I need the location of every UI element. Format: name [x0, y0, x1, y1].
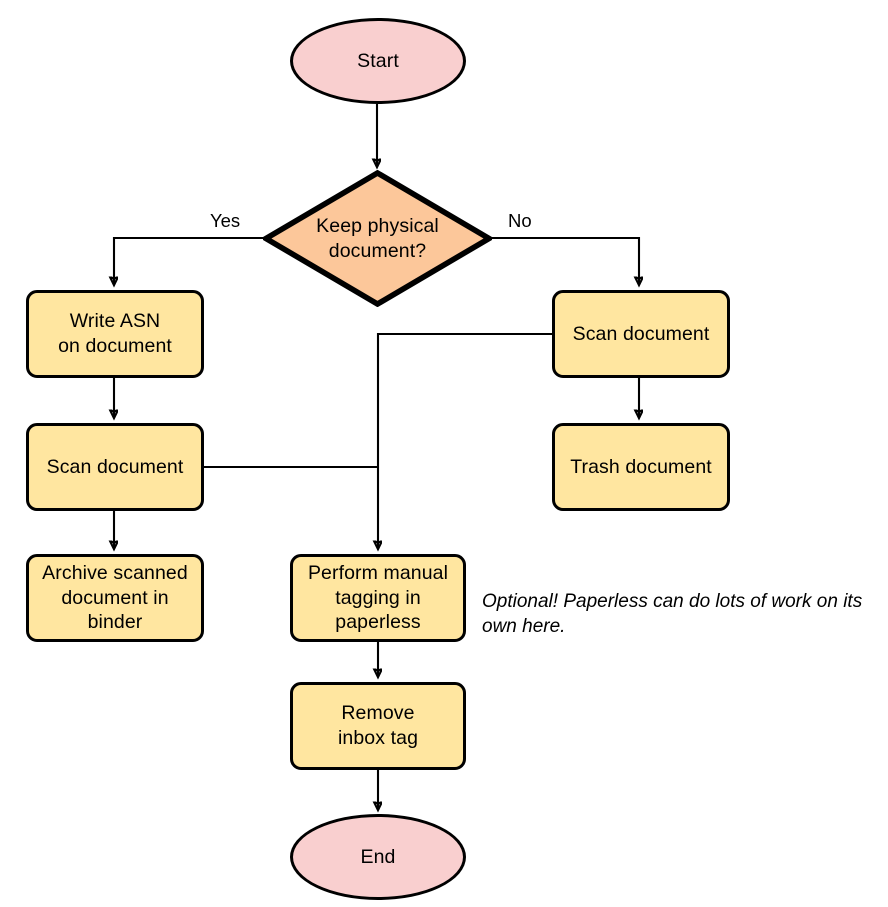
- node-perform-manual-tagging-in-paperless-label: Perform manual tagging in paperless: [307, 561, 449, 634]
- edge-label-no: No: [508, 210, 532, 232]
- node-write-asn-on-document-label: Write ASN on document: [58, 310, 172, 357]
- annotation-optional-note: Optional! Paperless can do lots of work …: [482, 589, 882, 640]
- node-keep-physical-document-decision[interactable]: Keep physical document?: [263, 170, 492, 307]
- edge-scan-right-to-manual-tagging: [378, 332, 552, 548]
- edge-label-no-text: No: [508, 210, 532, 231]
- node-trash-document-label: Trash document: [570, 455, 712, 478]
- node-scan-document-right[interactable]: Scan document: [552, 290, 730, 378]
- node-scan-document-right-label: Scan document: [572, 322, 710, 345]
- node-start-label: Start: [357, 49, 399, 72]
- node-start[interactable]: Start: [290, 18, 466, 104]
- node-write-asn-on-document[interactable]: Write ASN on document: [26, 290, 204, 378]
- node-scan-document-left[interactable]: Scan document: [26, 423, 204, 511]
- node-remove-inbox-tag[interactable]: Remove inbox tag: [290, 682, 466, 770]
- node-end-label: End: [360, 845, 396, 868]
- edge-decision-no-to-scan-right: [490, 236, 639, 284]
- node-archive-scanned-document-in-binder[interactable]: Archive scanned document in binder: [26, 554, 204, 642]
- node-end[interactable]: End: [290, 814, 466, 900]
- edge-label-yes: Yes: [210, 210, 240, 232]
- edge-label-yes-text: Yes: [210, 210, 241, 231]
- node-keep-physical-document-label: Keep physical document?: [316, 214, 439, 262]
- diamond-shape: [263, 170, 492, 307]
- node-scan-document-left-label: Scan document: [46, 455, 184, 478]
- annotation-optional-note-text: Optional! Paperless can do lots of work …: [482, 591, 863, 638]
- edge-decision-yes-to-write-asn: [114, 236, 265, 284]
- node-remove-inbox-tag-label: Remove inbox tag: [337, 702, 419, 749]
- node-perform-manual-tagging-in-paperless[interactable]: Perform manual tagging in paperless: [290, 554, 466, 642]
- node-archive-scanned-document-in-binder-label: Archive scanned document in binder: [42, 561, 188, 634]
- node-trash-document[interactable]: Trash document: [552, 423, 730, 511]
